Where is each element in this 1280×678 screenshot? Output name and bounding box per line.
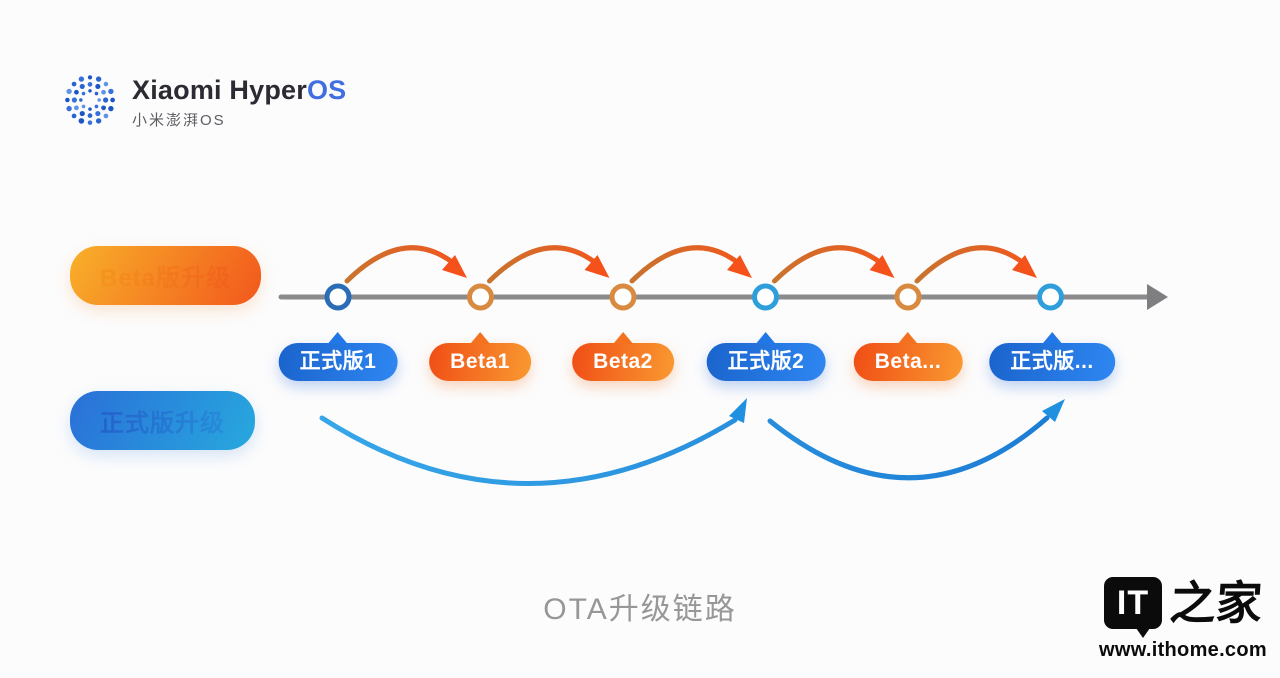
brand-name-accent: OS (306, 75, 347, 105)
bubble-release-2: 正式版2 (706, 343, 826, 381)
bubble-release-3: 正式版... (989, 343, 1115, 381)
timeline-node-beta-2 (609, 283, 637, 311)
timeline-nodes (324, 283, 1064, 311)
ithome-url: www.ithome.com (1099, 639, 1267, 661)
timeline-node-release-1 (324, 283, 352, 311)
brand-name: Xiaomi Hyper (132, 75, 307, 105)
beta-hop-arrows (347, 248, 1037, 281)
legend-release-upgrade-pill: 正式版升级 (70, 391, 255, 450)
ithome-logo: IT 之家 (1098, 576, 1268, 638)
bubble-beta-2: Beta2 (572, 343, 674, 381)
ithome-logo-cn: 之家 (1168, 576, 1264, 630)
ithome-watermark: IT 之家 www.ithome.com (1098, 576, 1268, 662)
release-arc-2 (767, 415, 1050, 481)
bubble-release-1: 正式版1 (278, 343, 398, 381)
diagram-caption: OTA升级链路 (543, 593, 737, 626)
beta-hop-arrow-icon-1 (347, 248, 467, 281)
brand-subtitle: 小米澎湃OS (132, 111, 226, 129)
legend-beta-upgrade-pill: Beta版升级 (70, 246, 262, 305)
legend-release-upgrade-label: 正式版升级 (73, 394, 252, 447)
timeline-node-beta-1 (467, 283, 494, 311)
brand-text: Xiaomi HyperOS 小米澎湃OS (132, 72, 346, 130)
release-arc-arrowhead-icon-1 (729, 398, 747, 423)
beta-hop-arrow-icon-2 (490, 248, 610, 281)
release-arc-1 (319, 415, 738, 486)
brand-header: Xiaomi HyperOS 小米澎湃OS (62, 72, 346, 130)
release-upgrade-arcs (319, 398, 1065, 486)
timeline-node-release-3 (1037, 283, 1064, 311)
xiaomi-hyperos-logo-icon (65, 75, 115, 125)
legend-beta-upgrade-label: Beta版升级 (73, 249, 258, 302)
timeline-node-release-2 (752, 283, 779, 311)
bubble-beta-3: Beta... (853, 343, 963, 381)
timeline-axis-arrowhead-icon (1147, 284, 1168, 310)
timeline-node-beta-3 (894, 283, 922, 311)
beta-hop-arrow-icon-5 (917, 248, 1037, 281)
ithome-logo-icon: IT (1104, 577, 1162, 638)
bubble-beta-1: Beta1 (429, 343, 531, 381)
release-arc-arrowhead-icon-2 (1042, 399, 1065, 422)
beta-hop-arrow-icon-4 (775, 248, 895, 281)
brand-title: Xiaomi HyperOS (132, 75, 347, 106)
beta-hop-arrow-icon-3 (632, 248, 752, 281)
